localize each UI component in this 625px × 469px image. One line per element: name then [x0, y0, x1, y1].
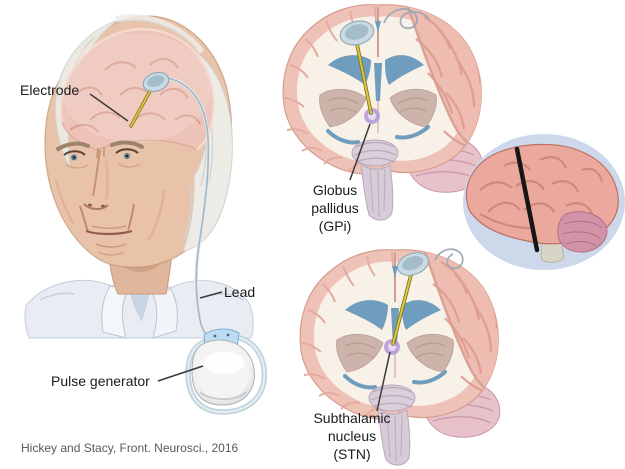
face-features: [54, 140, 166, 256]
electrode-pointer-line: [89, 93, 129, 122]
stn-label: Subthalamic nucleus (STN): [313, 410, 391, 462]
coronal-slice-gpi: [283, 5, 486, 220]
lead-pointer-line: [199, 291, 223, 299]
lead-coil: [434, 248, 464, 270]
citation-text: Hickey and Stacy, Front. Neurosci., 2016: [21, 441, 239, 455]
right-eye: [115, 148, 141, 168]
head-electrode-cap: [142, 71, 170, 93]
section-plane-line: [514, 146, 540, 253]
gpi-pointer-line: [349, 123, 371, 181]
stn-electrode-lead: [391, 273, 413, 346]
stn-pointer-line: [376, 351, 391, 412]
inset-gyri: [479, 156, 604, 230]
implanted-electrode: [129, 89, 152, 128]
pointer-lines: [89, 93, 391, 412]
mouth: [85, 225, 133, 248]
exposed-brain: [59, 27, 215, 151]
pulse-generator-device: [185, 328, 268, 415]
gpi-electrode-cap: [339, 20, 375, 46]
pulse-generator-label: Pulse generator: [51, 373, 150, 389]
gpi-label: Globus pallidus (GPi): [311, 182, 359, 234]
brain-inset: [463, 134, 625, 270]
generator-body: [191, 339, 255, 406]
lead-coil: [383, 8, 430, 30]
inset-cerebellum: [557, 211, 608, 253]
coronal-slice-stn: [300, 249, 503, 465]
left-eye: [63, 150, 89, 169]
electrode-label: Electrode: [20, 82, 80, 98]
pulse-generator-pointer-line: [157, 365, 204, 382]
nose: [83, 149, 109, 210]
gpi-electrode-lead: [355, 42, 373, 115]
patient-illustration: [24, 14, 254, 342]
stn-electrode-cap: [396, 252, 430, 276]
scalp-lead-wire: [167, 76, 214, 342]
left-eyebrow: [56, 141, 90, 151]
lead-label: Lead: [224, 284, 256, 300]
right-eyebrow: [110, 140, 144, 149]
